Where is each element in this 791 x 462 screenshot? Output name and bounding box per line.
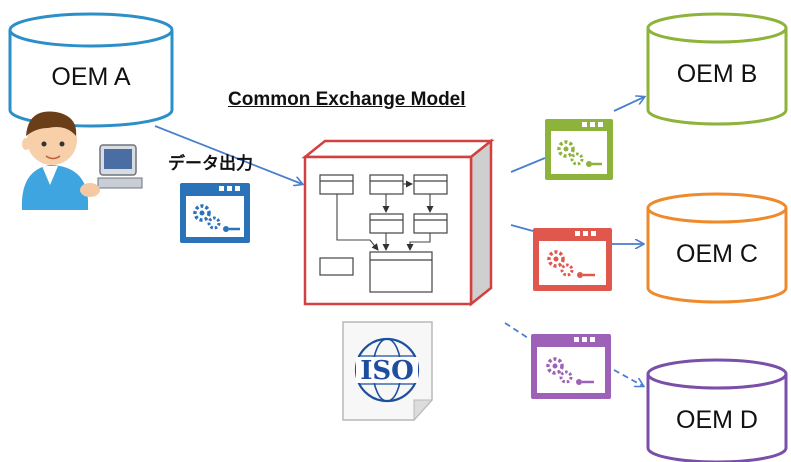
arrow-to-window-b [510,157,546,173]
arrow-to-window-d [504,322,529,339]
export-label: データ出力 [168,154,253,174]
oem-b-database: OEM B [646,12,788,126]
arrow-to-oem-d [613,369,643,386]
model-title: Common Exchange Model [228,89,466,110]
class-box [413,213,448,234]
oem-d-gear-window-icon [531,334,611,399]
export-gear-window-icon [180,183,250,243]
iso-document-icon: ISO [342,321,434,422]
class-box [369,174,404,195]
oem-a-database: OEM A [8,12,174,128]
oem-c-gear-window-icon [533,228,612,291]
class-box [413,174,448,195]
arrow-to-oem-b [613,97,644,112]
person-at-computer-icon [21,111,143,210]
oem-d-label: OEM D [676,406,758,434]
arrow-to-window-c [510,224,534,232]
oem-d-database: OEM D [646,358,788,462]
oem-c-database: OEM C [646,192,788,304]
class-box [319,174,354,195]
class-box [369,251,433,293]
oem-c-label: OEM C [676,240,758,268]
oem-a-label: OEM A [51,63,131,91]
class-box [369,213,404,234]
oem-b-gear-window-icon [545,119,613,180]
export-arrow [154,125,302,184]
class-box [319,257,354,276]
iso-logo-text: ISO [360,356,414,386]
oem-b-label: OEM B [677,60,758,88]
model-connectors [336,180,434,251]
